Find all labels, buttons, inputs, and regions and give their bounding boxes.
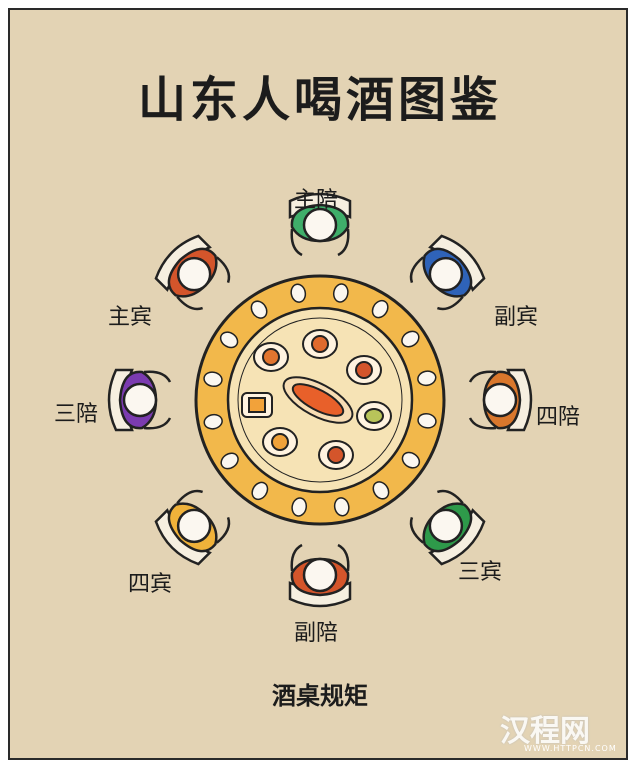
wine-cup: [417, 370, 437, 387]
wine-cup: [291, 497, 308, 517]
seat-2: [468, 368, 533, 432]
dishes: [241, 329, 392, 470]
wine-cup: [290, 283, 307, 303]
seat-label: 四宾: [128, 572, 172, 597]
wine-cup: [333, 497, 350, 517]
seat-label: 副宾: [494, 305, 538, 330]
seat-label: 主陪: [294, 188, 338, 213]
wine-cup: [371, 299, 389, 319]
seat-label: 三陪: [54, 402, 98, 427]
wine-cup: [219, 331, 239, 349]
cups: [203, 283, 437, 517]
seat-0: [288, 192, 352, 257]
seat-label: 副陪: [294, 621, 338, 646]
wine-cup: [417, 412, 437, 429]
seat-4: [288, 543, 352, 608]
seat-7: [154, 234, 231, 311]
wine-cup: [203, 413, 223, 430]
seat-3: [409, 489, 486, 566]
page-title: 山东人喝酒图鉴: [137, 72, 502, 128]
site-watermark: 汉程网: [500, 714, 590, 749]
wine-cup: [332, 283, 349, 303]
seat-label: 主宾: [108, 305, 152, 330]
wine-cup: [250, 300, 268, 319]
seat-label: 三宾: [458, 560, 502, 585]
wine-cup: [203, 371, 223, 388]
seat-5: [154, 489, 231, 566]
seat-6: [107, 368, 172, 432]
wine-cup: [372, 481, 390, 500]
seat-1: [409, 234, 486, 311]
wine-cup: [401, 451, 421, 469]
wine-cup: [251, 481, 269, 501]
wine-cup: [220, 452, 239, 470]
diagram-caption: 酒桌规矩: [272, 681, 368, 710]
seat-label: 四陪: [536, 405, 580, 430]
site-watermark-url: WWW.HTTPCN.COM: [524, 744, 617, 753]
wine-cup: [401, 330, 420, 348]
